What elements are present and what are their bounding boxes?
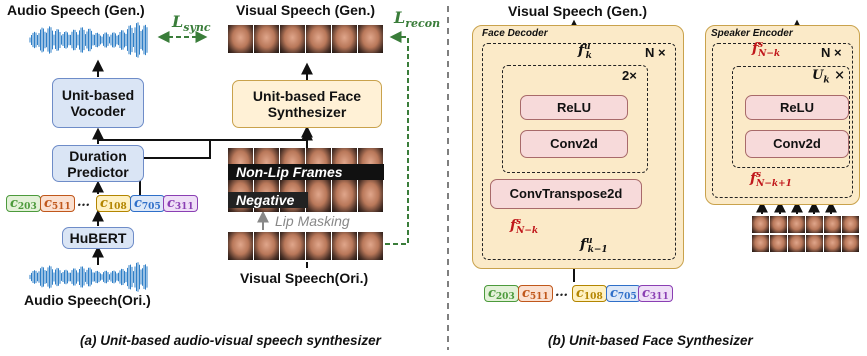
se-f-nk-s: fsN−k: [752, 40, 781, 60]
se-conv2d-box: Conv2d: [745, 130, 849, 158]
fd-f-nk-s: fsN−k: [510, 217, 539, 237]
fd-visual-gen-label: Visual Speech (Gen.): [508, 3, 648, 19]
face-frame: [228, 232, 253, 260]
face-frame: [254, 232, 279, 260]
face-frame: [228, 25, 253, 53]
face-frame: [788, 235, 805, 252]
face-decoder-outer-loop: [482, 43, 676, 260]
face-frame: [752, 235, 769, 252]
fd-f-k-u: fuk: [578, 42, 592, 62]
face-frame: [358, 180, 383, 212]
audio-ori-waveform: [29, 262, 148, 292]
face-frame: [806, 216, 823, 233]
caption-a: (a) Unit-based audio-visual speech synth…: [80, 333, 381, 348]
speaker-encoder-title: Speaker Encoder: [711, 28, 793, 39]
visual-gen-frames: [228, 25, 383, 53]
fd-conv2d-box: Conv2d: [520, 130, 628, 158]
unit-vocoder-box: Unit-based Vocoder: [52, 78, 144, 128]
face-decoder-inner-loop: [502, 65, 648, 173]
l-recon-label: Lrecon: [394, 8, 441, 31]
fd-n-times: N ×: [645, 45, 666, 60]
face-frame: [788, 216, 805, 233]
se-relu-box: ReLU: [745, 95, 849, 120]
face-synthesizer-box: Unit-based Face Synthesizer: [232, 80, 382, 128]
face-frame: [752, 216, 769, 233]
face-frame: [770, 235, 787, 252]
face-frame: [806, 235, 823, 252]
face-frame: [770, 216, 787, 233]
face-frame: [824, 235, 841, 252]
face-frame: [332, 232, 357, 260]
face-frame: [332, 180, 357, 212]
fd-relu-box: ReLU: [520, 95, 628, 120]
face-frame: [306, 232, 331, 260]
face-frame: [358, 232, 383, 260]
face-decoder-title: Face Decoder: [482, 28, 548, 39]
unit-token: c705: [130, 195, 165, 212]
face-frame: [280, 232, 305, 260]
unit-token: c311: [163, 195, 198, 212]
face-frame: [358, 25, 383, 53]
caption-b: (b) Unit-based Face Synthesizer: [548, 333, 753, 348]
speaker-encoder-outer-loop: [712, 43, 853, 198]
visual-ori-label: Visual Speech(Ori.): [240, 270, 369, 286]
unit-ellipsis: …: [555, 285, 568, 300]
fd-two-times: 2×: [622, 68, 637, 83]
non-lip-frames-label: Non-Lip Frames: [228, 164, 384, 180]
audio-gen-label: Audio Speech (Gen.): [7, 2, 145, 18]
se-input-frames: [752, 216, 859, 252]
visual-ori-frames: [228, 232, 383, 260]
unit-token: c705: [606, 285, 641, 302]
fd-convtranspose-box: ConvTranspose2d: [490, 179, 642, 209]
audio-gen-waveform: [29, 22, 148, 58]
face-frame: [254, 25, 279, 53]
arrow-units-to-synth: [139, 140, 211, 206]
unit-token: c511: [518, 285, 553, 302]
se-u-k: Uk ×: [812, 68, 846, 86]
face-frame: [306, 180, 331, 212]
visual-gen-label: Visual Speech (Gen.): [236, 2, 376, 18]
unit-token: c511: [40, 195, 75, 212]
face-frame: [280, 25, 305, 53]
unit-token: c311: [638, 285, 673, 302]
hubert-box: HuBERT: [62, 227, 134, 249]
face-frame: [332, 25, 357, 53]
fd-f-km1-u: fuk−1: [580, 236, 608, 256]
negative-label: Negative: [228, 192, 308, 208]
speaker-encoder-inner-loop: [732, 66, 850, 168]
face-frame: [842, 216, 859, 233]
unit-token: c203: [6, 195, 41, 212]
face-frame: [306, 25, 331, 53]
unit-token: c108: [572, 285, 607, 302]
se-f-nk1-s: fsN−k+1: [750, 170, 792, 190]
unit-token: c203: [484, 285, 519, 302]
face-frame: [824, 216, 841, 233]
lip-masking-label: Lip Masking: [275, 213, 350, 229]
duration-predictor-box: Duration Predictor: [52, 145, 144, 182]
arrow-duration-to-synth: [98, 125, 313, 141]
se-n-times: N ×: [821, 45, 842, 60]
unit-token: c108: [96, 195, 131, 212]
l-recon-arrow: [385, 31, 409, 245]
unit-ellipsis: …: [77, 195, 90, 210]
face-frame: [842, 235, 859, 252]
l-sync-label: Lsync: [172, 12, 211, 35]
audio-ori-label: Audio Speech(Ori.): [24, 292, 151, 308]
